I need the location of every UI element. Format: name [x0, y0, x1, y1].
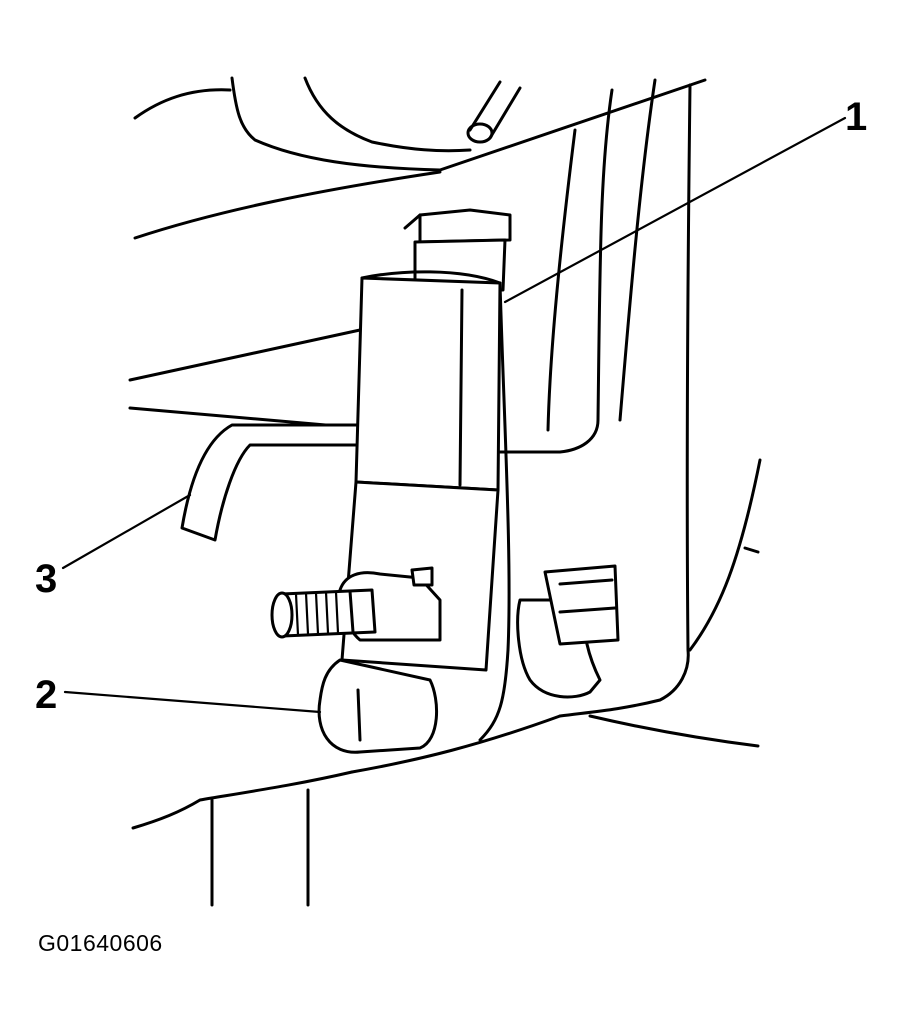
leader-line-3 — [61, 493, 192, 570]
right-hose-connector — [516, 564, 620, 699]
callout-2-group: 2 — [35, 673, 322, 717]
callout-3: 3 — [35, 557, 57, 601]
threaded-outlet — [270, 588, 377, 639]
callout-1: 1 — [845, 95, 867, 139]
figure-id: G01640606 — [38, 930, 163, 956]
leader-line-2 — [63, 690, 322, 714]
vehicle-body-lines — [128, 76, 762, 907]
hose-2 — [317, 658, 439, 754]
leader-line-1 — [503, 116, 847, 304]
callout-2: 2 — [35, 673, 57, 717]
washer-pump — [338, 208, 512, 742]
callout-3-group: 3 — [35, 493, 192, 601]
callout-1-group: 1 — [503, 95, 867, 304]
